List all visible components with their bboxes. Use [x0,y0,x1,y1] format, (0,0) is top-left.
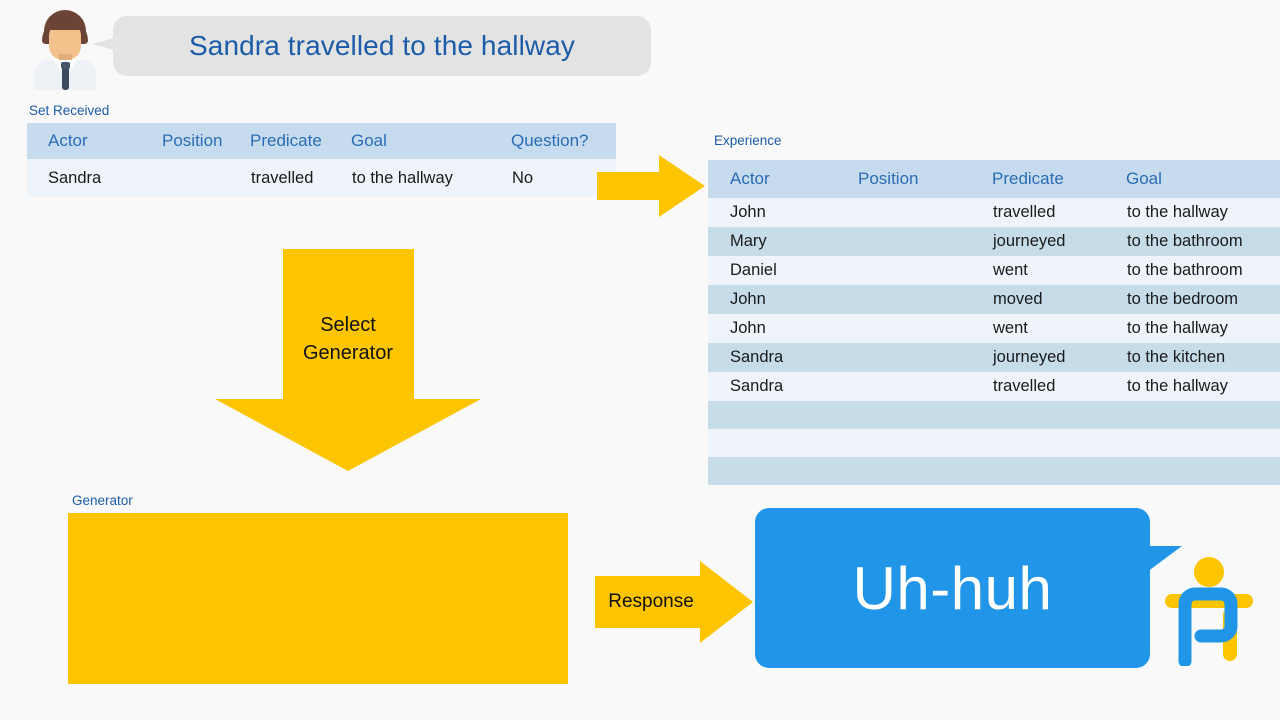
cell-predicate: journeyed [992,227,1126,256]
cell-predicate [992,401,1126,429]
avatar-tie [62,66,69,90]
cell-actor: John [708,198,858,227]
table-row: Sandra travelled to the hallway No [27,159,616,197]
cell-position [858,256,992,285]
cell-actor: Sandra [27,159,162,197]
table-row: John moved to the bedroom [708,285,1280,314]
cell-goal [1126,457,1280,485]
cell-position [858,401,992,429]
cell-actor: Daniel [708,256,858,285]
cell-position [858,198,992,227]
avatar-fringe [46,16,84,30]
agent-response-bubble: Uh-huh [755,508,1182,668]
cell-actor [708,457,858,485]
cell-predicate [992,429,1126,457]
table-header-row: Actor Position Predicate Goal Question? [27,123,616,159]
column-header-question: Question? [511,123,616,159]
cell-actor: Sandra [708,372,858,401]
cell-actor [708,401,858,429]
cell-position [858,227,992,256]
cell-predicate: went [992,256,1126,285]
cell-predicate: travelled [992,372,1126,401]
table-row [708,401,1280,429]
table-row: John travelled to the hallway [708,198,1280,227]
column-header-predicate: Predicate [992,160,1126,198]
arrow-right-icon [597,155,705,217]
cell-position [858,314,992,343]
generator-label: Generator [72,493,133,508]
user-utterance-bubble: Sandra travelled to the hallway [92,16,651,76]
cell-predicate: travelled [992,198,1126,227]
table-row [708,429,1280,457]
cell-goal [1126,429,1280,457]
cell-actor: John [708,314,858,343]
cell-goal: to the hallway [1126,198,1280,227]
table-row: John went to the hallway [708,314,1280,343]
column-header-actor: Actor [27,123,162,159]
cell-goal: to the hallway [351,159,511,197]
cell-position [858,372,992,401]
table-row: Mary journeyed to the bathroom [708,227,1280,256]
set-received-label: Set Received [29,103,110,118]
cell-position [858,343,992,372]
agent-response-text: Uh-huh [852,554,1053,622]
generator-box [68,513,568,684]
table-row: Daniel went to the bathroom [708,256,1280,285]
arrow-head [215,399,481,471]
cell-goal: to the bathroom [1126,256,1280,285]
avatar-tie-knot [61,62,70,69]
cell-predicate: moved [992,285,1126,314]
cell-goal: to the bedroom [1126,285,1280,314]
column-header-goal: Goal [351,123,511,159]
user-utterance-text: Sandra travelled to the hallway [189,30,575,61]
cell-actor: Mary [708,227,858,256]
column-header-predicate: Predicate [250,123,351,159]
person-avatar-icon [30,8,100,90]
cell-predicate: travelled [250,159,351,197]
cell-position [858,429,992,457]
table-row [708,457,1280,485]
cell-goal: to the bathroom [1126,227,1280,256]
cell-goal: to the hallway [1126,372,1280,401]
response-arrow: Response [595,561,753,643]
table-row: Sandra journeyed to the kitchen [708,343,1280,372]
select-generator-arrow: Select Generator [215,249,481,471]
column-header-actor: Actor [708,160,858,198]
cell-actor: Sandra [708,343,858,372]
experience-table: Actor Position Predicate Goal John trave… [708,160,1280,485]
arrow-shaft [283,249,414,401]
arrow-head [700,561,753,643]
response-arrow-label: Response [608,591,694,612]
arrow-shaft [595,576,703,628]
agent-figure-logo-icon [1163,556,1255,668]
cell-goal: to the kitchen [1126,343,1280,372]
cell-position [858,457,992,485]
column-header-goal: Goal [1126,160,1280,198]
cell-actor [708,429,858,457]
cell-goal [1126,401,1280,429]
cell-position [858,285,992,314]
cell-predicate [992,457,1126,485]
select-generator-label-line2: Generator [302,342,394,364]
column-header-position: Position [162,123,250,159]
cell-goal: to the hallway [1126,314,1280,343]
speech-tail-icon [1147,546,1182,572]
set-received-table: Actor Position Predicate Goal Question? … [27,123,616,197]
column-header-position: Position [858,160,992,198]
arrow-shaft [597,172,663,200]
cell-predicate: journeyed [992,343,1126,372]
cell-actor: John [708,285,858,314]
avatar-collar-left [54,60,64,74]
table-header-row: Actor Position Predicate Goal [708,160,1280,198]
speech-tail-icon [92,38,114,50]
table-row: Sandra travelled to the hallway [708,372,1280,401]
experience-label: Experience [714,133,782,148]
select-generator-label-line1: Select [320,314,376,336]
avatar-collar-right [67,60,77,74]
arrow-head [659,155,705,217]
cell-position [162,159,250,197]
select-generator-label: Select Generator [215,311,481,367]
cell-predicate: went [992,314,1126,343]
